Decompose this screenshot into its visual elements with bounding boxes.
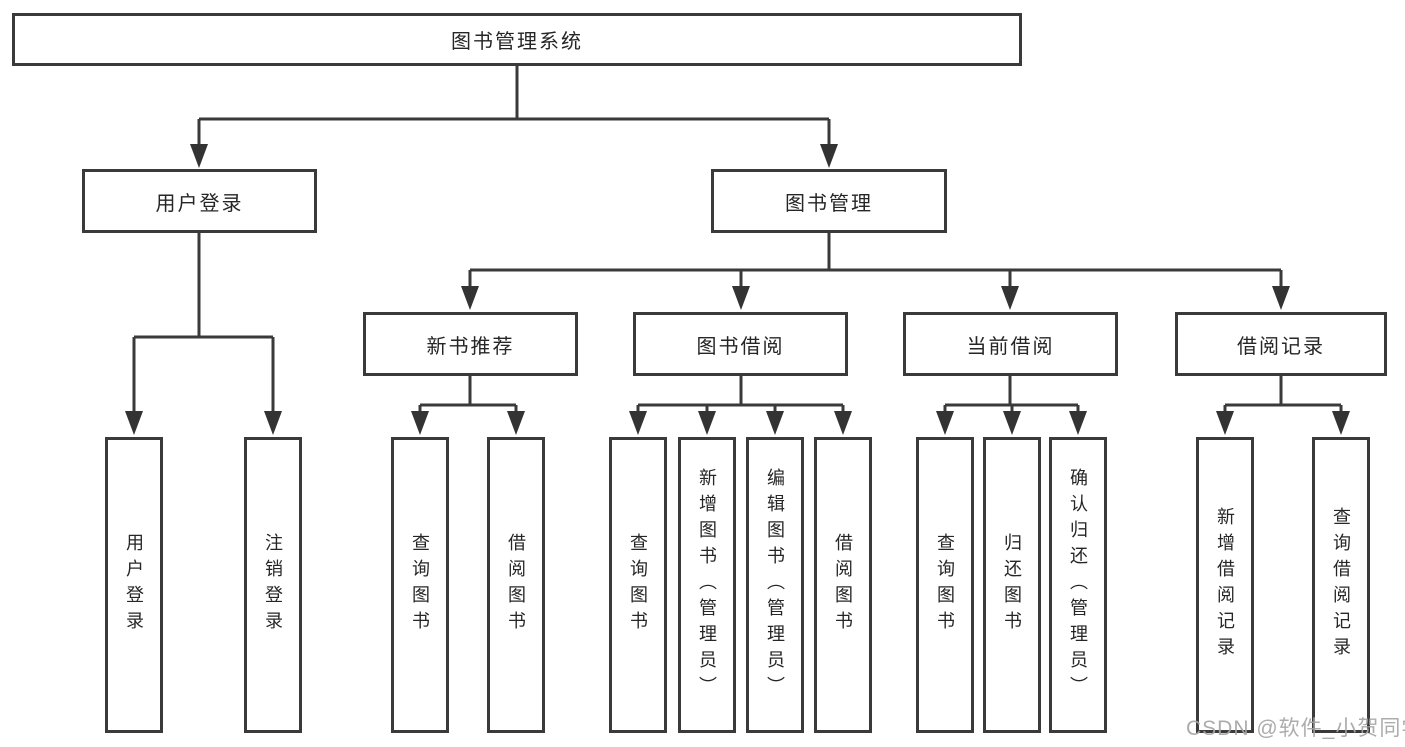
node-label: 借阅记录 — [1237, 335, 1325, 358]
connector-records-to-leaves — [1216, 376, 1350, 435]
leaf-return-books: 归还图书 — [983, 437, 1041, 733]
node-label: 当前借阅 — [966, 335, 1055, 358]
node-user-login: 用户登录 — [82, 169, 317, 233]
node-root-library-system: 图书管理系统 — [12, 13, 1022, 66]
node-new-book-recommend: 新书推荐 — [363, 312, 578, 376]
leaf-label: 查询图书 — [935, 533, 955, 637]
leaf-borrow-books-recommend: 借阅图书 — [487, 437, 545, 733]
leaf-query-books-recommend: 查询图书 — [391, 437, 449, 733]
leaf-label: 借阅图书 — [833, 533, 853, 637]
leaf-query-borrow-record: 查询借阅记录 — [1312, 437, 1370, 733]
leaf-borrow-books: 借阅图书 — [814, 437, 872, 733]
leaf-edit-books-admin: 编辑图书（管理员） — [746, 437, 804, 733]
leaf-label: 用户登录 — [124, 533, 144, 637]
leaf-user-login: 用户登录 — [105, 437, 163, 733]
leaf-query-books-borrow: 查询图书 — [609, 437, 667, 733]
node-book-management: 图书管理 — [711, 169, 947, 233]
connector-newbook-to-leaves — [411, 376, 525, 435]
node-label: 图书管理系统 — [451, 31, 583, 53]
connector-current-to-leaves — [936, 376, 1087, 435]
leaf-label: 新增图书（管理员） — [697, 468, 717, 702]
node-label: 新书推荐 — [426, 335, 515, 358]
node-borrow-records: 借阅记录 — [1175, 312, 1387, 376]
node-label: 用户登录 — [155, 192, 244, 215]
leaf-label: 借阅图书 — [506, 533, 526, 637]
leaf-label: 确认归还（管理员） — [1068, 468, 1088, 702]
node-label: 图书借阅 — [696, 335, 785, 358]
leaf-label: 归还图书 — [1002, 533, 1022, 637]
watermark-text: CSDN @软件_小贺同学 — [1186, 717, 1405, 740]
leaf-logout: 注销登录 — [244, 437, 302, 733]
leaf-label: 查询借阅记录 — [1331, 507, 1351, 663]
node-book-borrow: 图书借阅 — [633, 312, 848, 376]
leaf-add-books-admin: 新增图书（管理员） — [678, 437, 736, 733]
node-current-borrow: 当前借阅 — [903, 312, 1118, 376]
leaf-label: 编辑图书（管理员） — [765, 468, 785, 702]
connector-userlogin-to-leaves — [125, 233, 282, 435]
leaf-label: 新增借阅记录 — [1215, 507, 1235, 663]
leaf-label: 查询图书 — [410, 533, 430, 637]
leaf-label: 注销登录 — [263, 533, 283, 637]
connector-borrow-to-leaves — [629, 376, 852, 435]
connector-root-to-level2 — [190, 66, 838, 168]
leaf-confirm-return-admin: 确认归还（管理员） — [1049, 437, 1107, 733]
leaf-label: 查询图书 — [628, 533, 648, 637]
leaf-query-books-current: 查询图书 — [916, 437, 974, 733]
leaf-add-borrow-record: 新增借阅记录 — [1196, 437, 1254, 733]
node-label: 图书管理 — [785, 192, 873, 215]
connector-bookmgmt-to-level3 — [461, 233, 1290, 310]
